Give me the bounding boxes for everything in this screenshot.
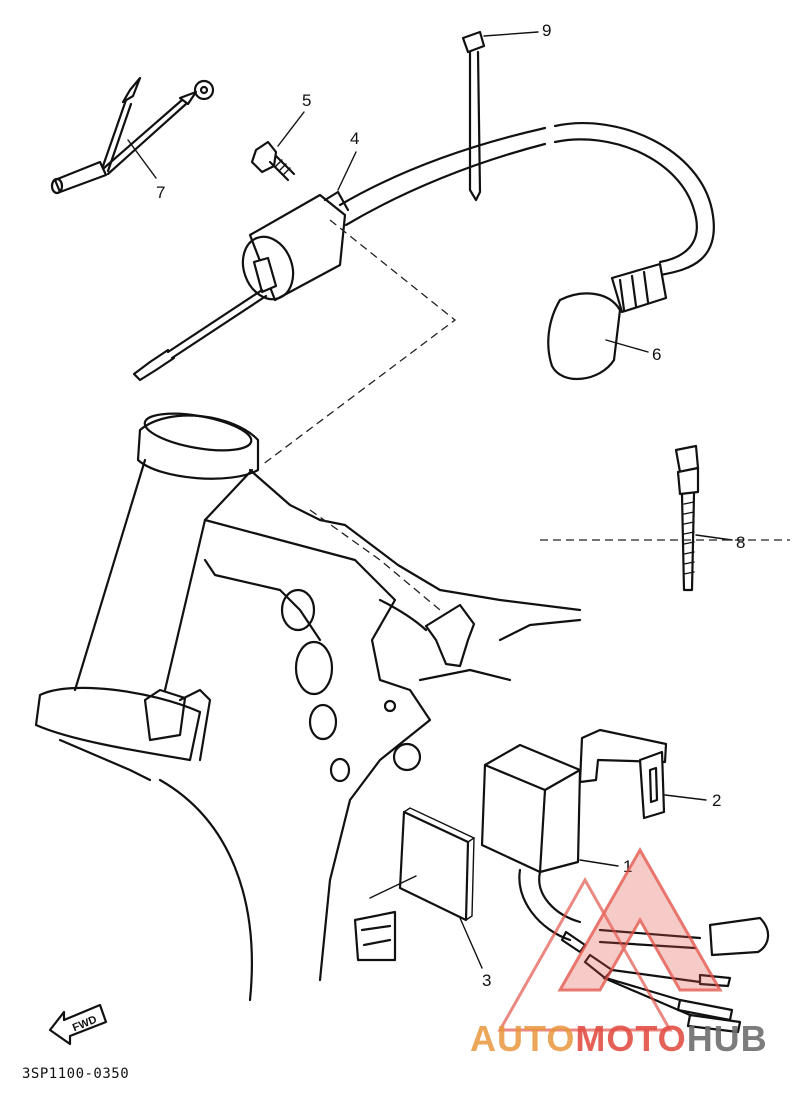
watermark-part2: MOTO: [575, 1018, 687, 1059]
callout-2: 2: [712, 791, 721, 810]
fwd-arrow: FWD: [48, 1003, 108, 1046]
diagram-code: 3SP1100-0350: [22, 1066, 130, 1082]
watermark-logo-icon: [497, 846, 723, 1032]
part-6-plug-cap: [547, 262, 668, 380]
callout-3: 3: [482, 971, 491, 990]
part-4-ignition-coil: [132, 122, 715, 382]
callout-6: 6: [652, 345, 661, 364]
part-8-band: [674, 444, 733, 592]
callout-9: 9: [542, 21, 551, 40]
watermark-part1: AUTO: [470, 1018, 576, 1059]
part-9-cable-tie: [461, 30, 539, 202]
callout-7: 7: [156, 183, 165, 202]
frame-outline: [34, 412, 582, 1002]
part-7-wire-lead: [50, 76, 215, 195]
callout-4: 4: [350, 129, 359, 148]
callout-5: 5: [302, 91, 311, 110]
callout-8: 8: [736, 533, 745, 552]
assembly-leaders: [261, 219, 790, 611]
part-1-cdi-unit: [480, 743, 770, 1034]
part-2-bracket: [578, 728, 707, 820]
part-5-bolt: [250, 111, 305, 182]
watermark-text: AUTOMOTOHUB: [470, 1018, 768, 1060]
watermark-part3: HUB: [686, 1018, 768, 1059]
callout-1: 1: [623, 857, 632, 876]
part-3-pad: [369, 807, 483, 969]
